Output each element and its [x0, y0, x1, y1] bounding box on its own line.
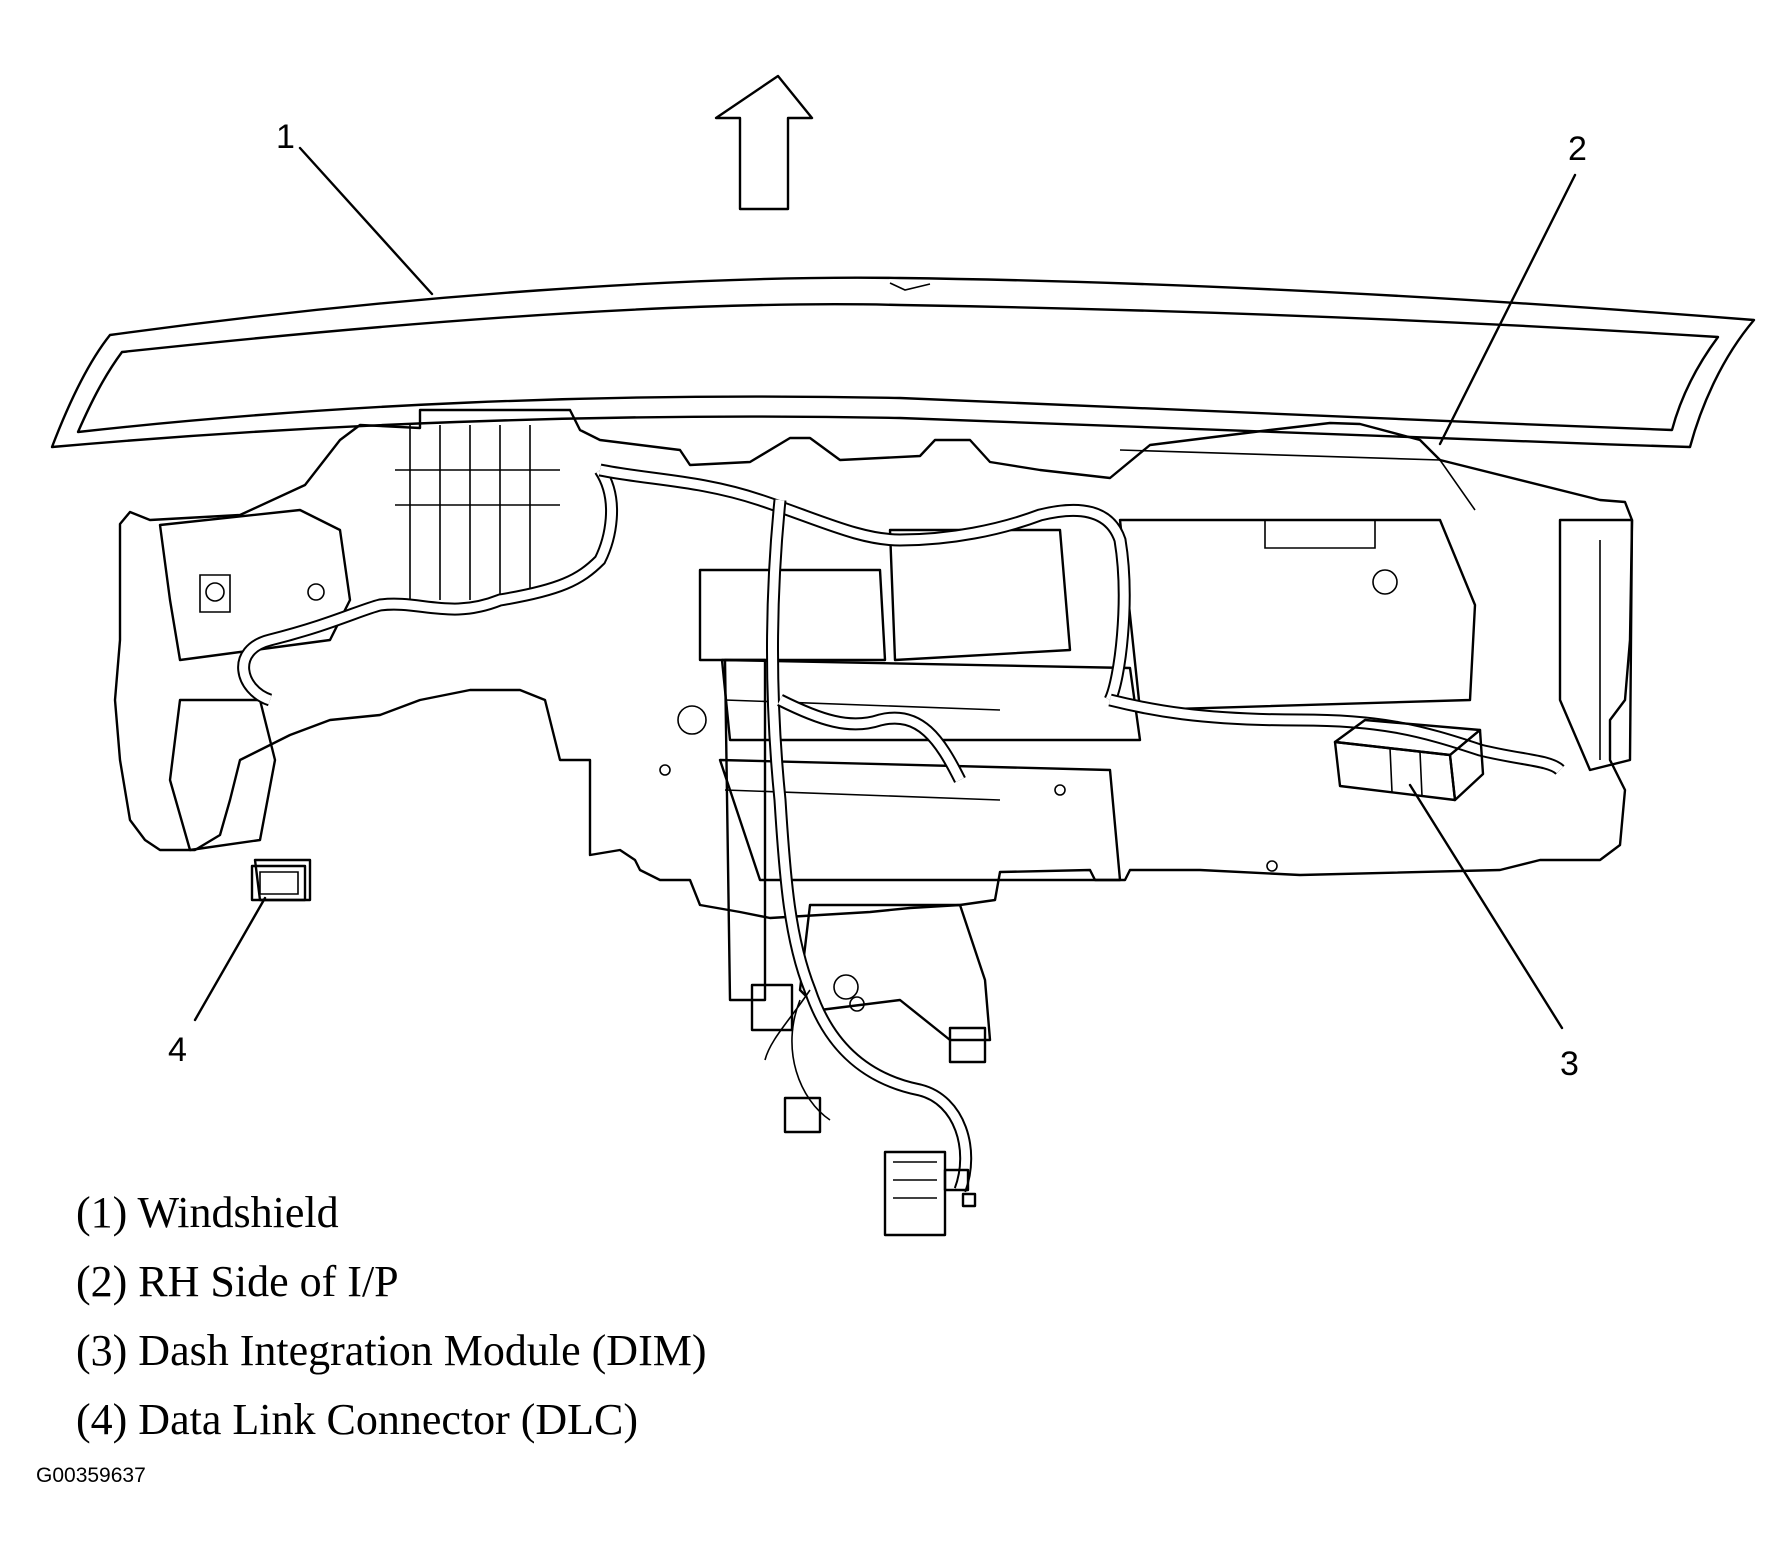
- legend: (1) Windshield (2) RH Side of I/P (3) Da…: [76, 1178, 707, 1454]
- legend-item-dlc: (4) Data Link Connector (DLC): [76, 1395, 639, 1444]
- callout-1-leader: [298, 146, 434, 296]
- callout-3-number: 3: [1560, 1045, 1579, 1083]
- windshield-shape: [50, 276, 1756, 449]
- figure-id: G00359637: [36, 1464, 146, 1487]
- callout-2-leader: [1438, 173, 1577, 446]
- legend-item-windshield: (1) Windshield: [76, 1188, 339, 1237]
- callout-3-leader: [1408, 783, 1564, 1030]
- callout-4-leader: [193, 896, 267, 1022]
- forward-arrow-icon: [714, 74, 814, 211]
- wiring-harness: [237, 463, 1565, 1193]
- callout-2-number: 2: [1568, 130, 1587, 168]
- lower-connectors: [750, 983, 987, 1237]
- dlc-connector: [250, 864, 307, 902]
- callout-4-number: 4: [168, 1031, 187, 1069]
- legend-item-dim: (3) Dash Integration Module (DIM): [76, 1326, 707, 1375]
- legend-item-rh-side-ip: (2) RH Side of I/P: [76, 1257, 399, 1306]
- dim-module: [1333, 718, 1485, 802]
- callout-1-number: 1: [276, 118, 295, 156]
